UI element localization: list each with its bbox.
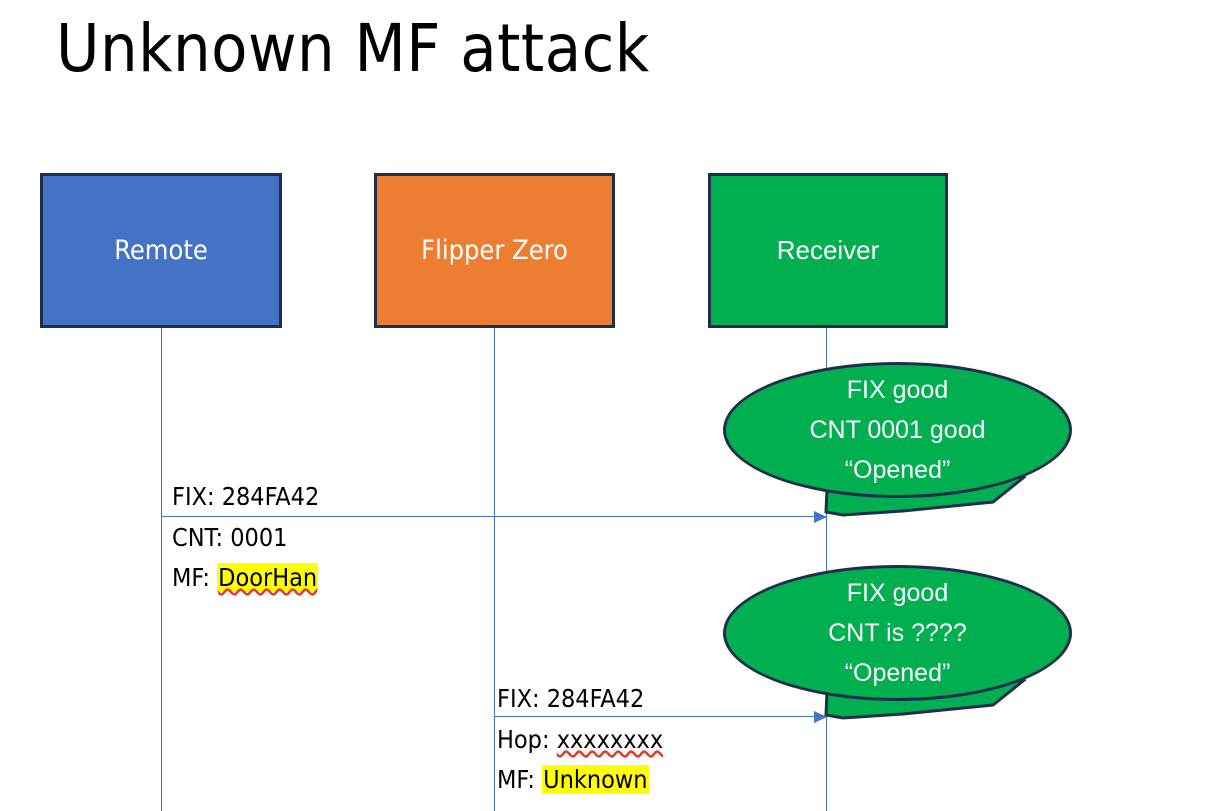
balloon-1-line-1: FIX good xyxy=(846,376,949,404)
message-2-mf-label: MF: xyxy=(497,765,543,794)
actor-box-remote[interactable]: Remote xyxy=(40,173,282,328)
speech-balloon-1[interactable]: FIX good CNT 0001 good “Opened” xyxy=(723,362,1072,522)
actor-label-remote: Remote xyxy=(114,235,208,266)
balloon-1-line-3: “Opened” xyxy=(844,456,951,484)
lifeline-receiver xyxy=(826,328,827,811)
message-1-cnt-label: CNT: xyxy=(172,523,231,552)
message-1-mf-label: MF: xyxy=(172,563,218,592)
message-2-hop: Hop: xxxxxxxx xyxy=(497,720,663,760)
balloon-1-body: FIX good CNT 0001 good “Opened” xyxy=(723,362,1072,498)
message-2-header: FIX: 284FA42 xyxy=(497,679,644,719)
message-2-fix: FIX: 284FA42 xyxy=(497,684,645,713)
balloon-1-line-2: CNT 0001 good xyxy=(809,416,986,444)
actor-box-flipper[interactable]: Flipper Zero xyxy=(374,173,615,328)
message-arrow-flipper-to-receiver xyxy=(494,711,827,723)
balloon-2-line-2: CNT is ???? xyxy=(828,619,967,647)
message-1-fix: FIX: 284FA42 xyxy=(172,482,320,511)
message-1-body: CNT: 0001 MF: DoorHan xyxy=(172,518,319,598)
balloon-2-line-1: FIX good xyxy=(846,579,949,607)
message-2-mf-value: Unknown xyxy=(542,765,649,794)
message-1-mf: MF: DoorHan xyxy=(172,558,319,598)
lifeline-flipper xyxy=(494,328,495,811)
balloon-2-body: FIX good CNT is ???? “Opened” xyxy=(723,565,1072,701)
message-2-mf: MF: Unknown xyxy=(497,760,663,800)
message-2-body: Hop: xxxxxxxx MF: Unknown xyxy=(497,720,663,800)
message-1-cnt: CNT: 0001 xyxy=(172,518,318,558)
message-arrow-remote-to-receiver xyxy=(161,511,827,523)
speech-balloon-2[interactable]: FIX good CNT is ???? “Opened” xyxy=(723,565,1072,725)
lifeline-remote xyxy=(161,328,162,811)
actor-label-receiver: Receiver xyxy=(776,235,880,265)
message-2-hop-value: xxxxxxxx xyxy=(556,725,664,754)
page-title: Unknown MF attack xyxy=(56,10,650,87)
message-1-mf-value: DoorHan xyxy=(217,563,319,592)
message-2-hop-label: Hop: xyxy=(497,725,557,754)
actor-box-receiver[interactable]: Receiver xyxy=(708,173,948,328)
balloon-2-line-3: “Opened” xyxy=(844,659,951,687)
message-1-cnt-value: 0001 xyxy=(230,523,288,552)
actor-label-flipper: Flipper Zero xyxy=(421,235,568,266)
message-1-header: FIX: 284FA42 xyxy=(172,477,319,517)
